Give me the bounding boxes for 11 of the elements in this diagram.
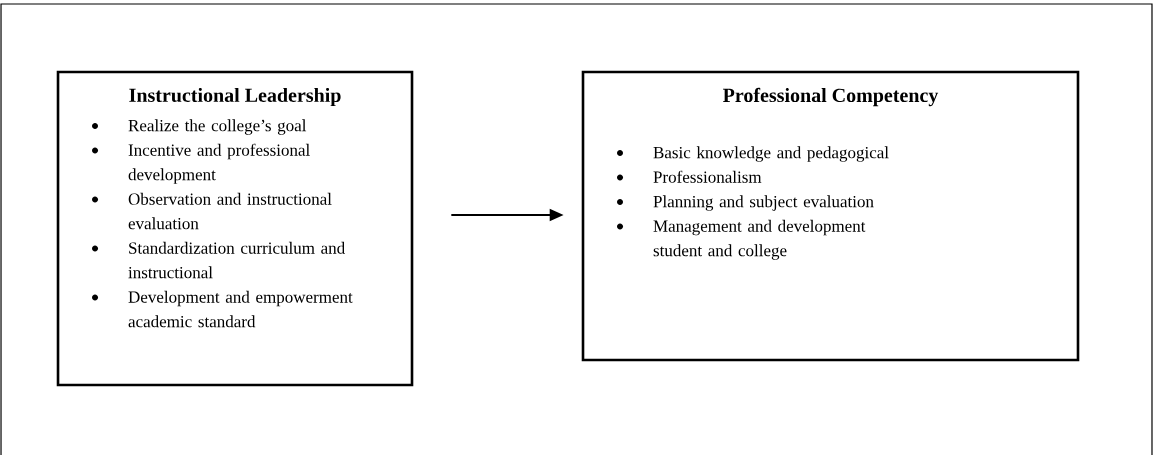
bullet-item: Incentive and professional development	[92, 143, 310, 184]
bullet-item: Development and empowerment academic standard	[92, 290, 353, 328]
bullet-item: Basic knowledge and pedagogical	[617, 146, 889, 162]
bullet-item: Planning and subject evaluation	[617, 195, 874, 211]
bullet-item: Realize the college’s goal	[92, 119, 307, 135]
bullet-item: Professionalism	[617, 170, 762, 183]
bullet-item: Management and development student and college	[617, 219, 866, 260]
bullet-item: Standardization curriculum and instructional	[92, 241, 345, 279]
heading: Professional Competency	[723, 87, 939, 107]
heading: Instructional Leadership	[129, 87, 341, 107]
bullet-item: Observation and instructional evaluation	[92, 192, 332, 230]
